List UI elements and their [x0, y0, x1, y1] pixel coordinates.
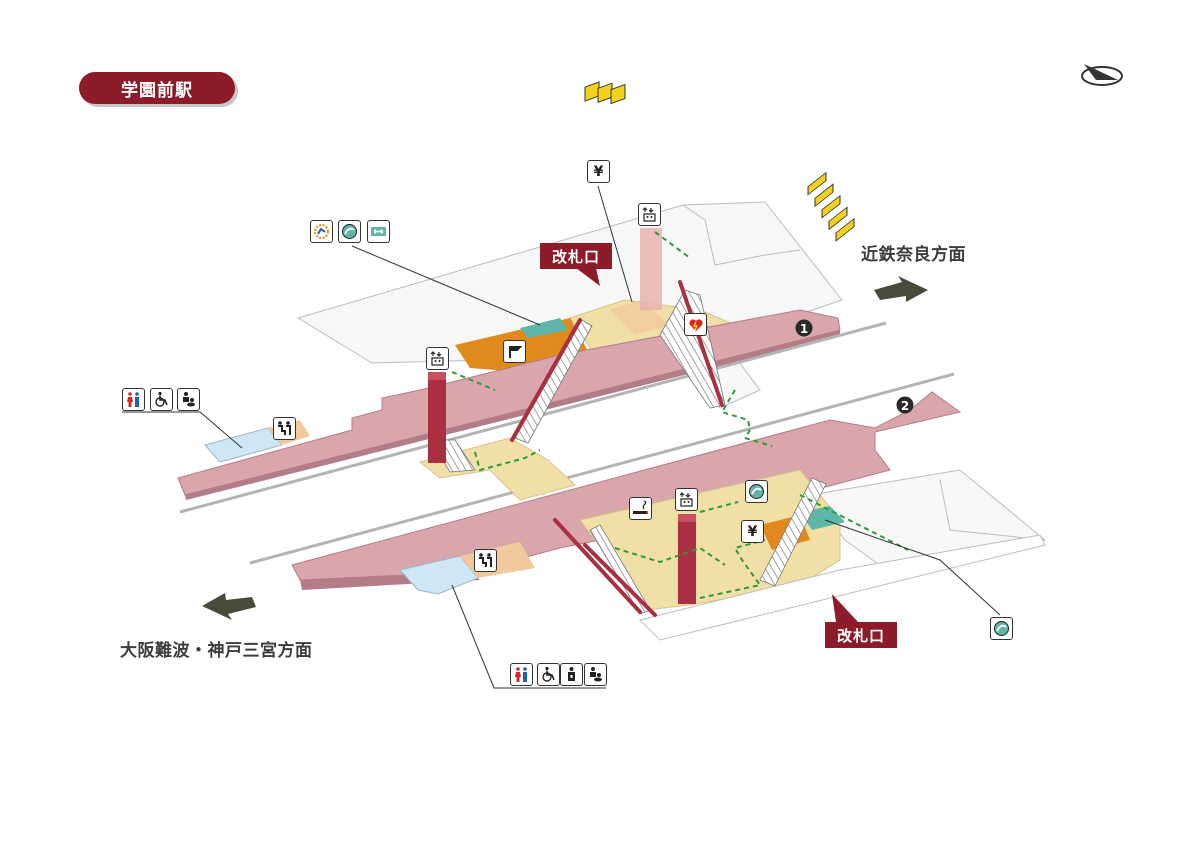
elevator-shafts: [428, 228, 696, 604]
direction-east-label: 近鉄奈良方面: [861, 245, 966, 265]
gate-label-upper: 改札口: [540, 243, 613, 269]
yen-glyph: ¥: [747, 523, 758, 540]
ticket-vending-icon[interactable]: ¥: [587, 160, 610, 183]
ticket-gates-lower: [807, 171, 855, 242]
information-icon[interactable]: [503, 340, 526, 363]
station-title: 学園前駅: [79, 72, 235, 104]
transfer-icon[interactable]: [990, 617, 1013, 640]
accessible-route: [451, 231, 909, 599]
gate-upper-pointer: [576, 268, 600, 286]
transfer-icon[interactable]: [338, 220, 361, 243]
elevator-icon[interactable]: [675, 488, 698, 511]
lost-and-found-icon[interactable]: [310, 220, 333, 243]
wheelchair-icon[interactable]: [537, 663, 560, 686]
transfer-icon[interactable]: [745, 480, 768, 503]
yen-glyph: ¥: [593, 163, 604, 180]
ticket-gates-upper: [584, 81, 626, 105]
coin-locker-icon[interactable]: [367, 220, 390, 243]
elevator-icon[interactable]: [426, 347, 449, 370]
ticket-vending-icon[interactable]: ¥: [741, 520, 764, 543]
aed-icon[interactable]: [684, 313, 707, 336]
platform-2-badge: [896, 396, 914, 414]
ostomate-icon[interactable]: [560, 663, 583, 686]
elevator-icon[interactable]: [638, 203, 661, 226]
platform-2-number: 2: [901, 399, 909, 413]
direction-west-label: 大阪難波・神戸三宮方面: [120, 641, 313, 661]
arrow-west-icon: [202, 593, 256, 620]
ostomate-icon[interactable]: [474, 549, 497, 572]
baby-care-icon[interactable]: [177, 388, 200, 411]
platform-1-badge: [795, 319, 813, 337]
wheelchair-icon[interactable]: [150, 388, 173, 411]
gate-lower-pointer: [832, 594, 858, 622]
restroom-icon[interactable]: [510, 663, 533, 686]
arrow-east-icon: [874, 276, 928, 302]
track-lower: [249, 372, 955, 565]
ostomate-icon[interactable]: [273, 417, 296, 440]
station-name: 学園前駅: [121, 80, 193, 101]
baby-care-icon[interactable]: [584, 663, 607, 686]
platform-1-number: 1: [800, 322, 808, 336]
north-arrow-icon: [1081, 64, 1123, 86]
gate-label-lower: 改札口: [825, 622, 898, 648]
smoking-area-icon[interactable]: [629, 497, 652, 520]
leader-lines: [122, 185, 1001, 689]
restroom-icon[interactable]: [122, 388, 145, 411]
